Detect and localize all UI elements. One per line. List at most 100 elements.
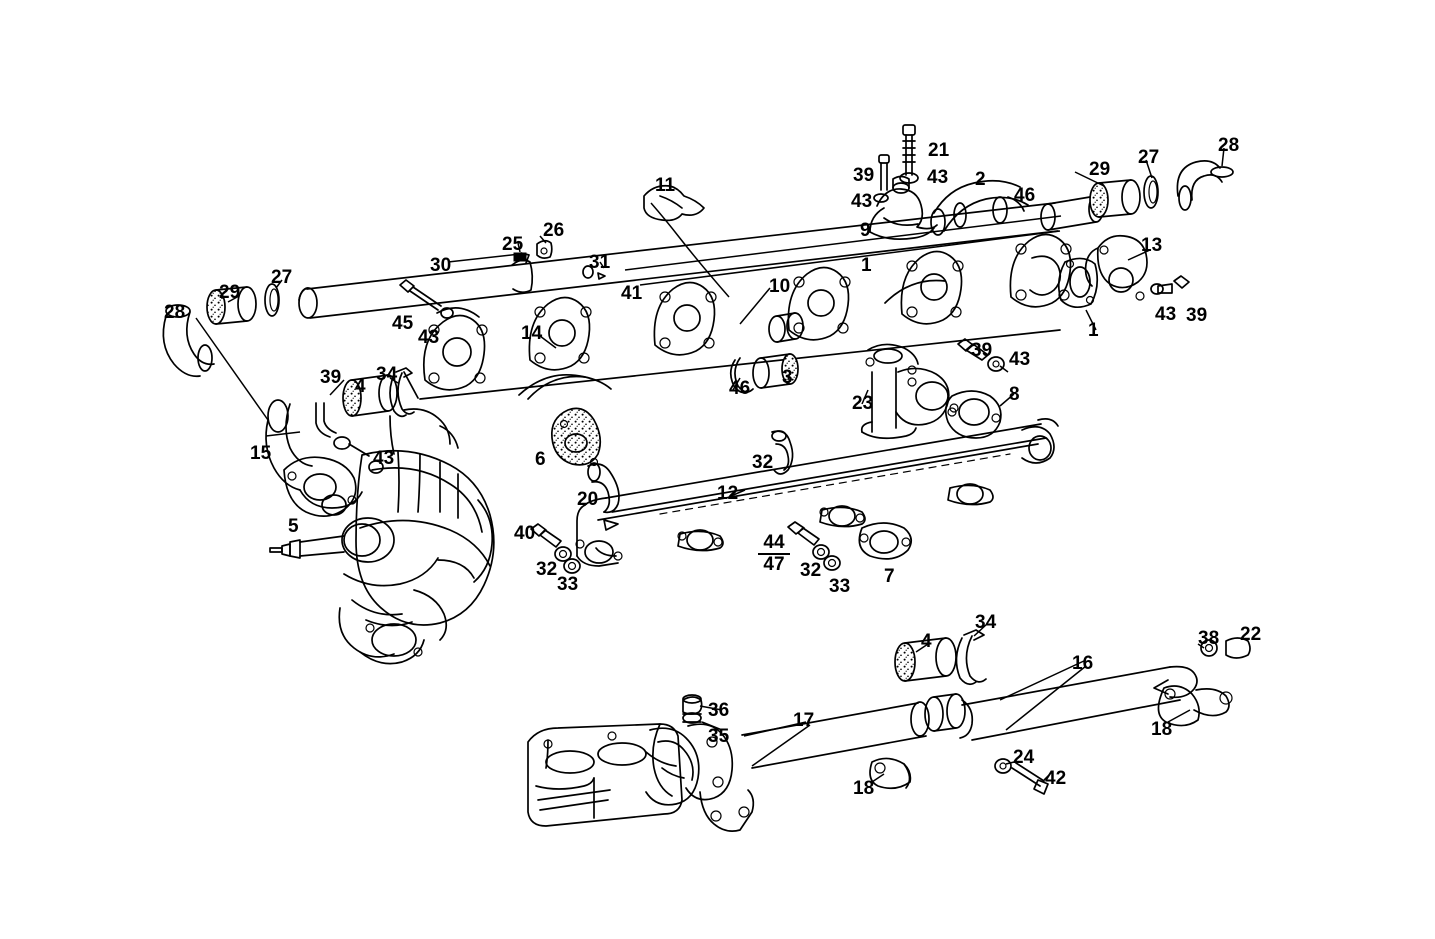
callout-22: 22 <box>1240 624 1262 645</box>
callout-43a: 43 <box>927 167 949 188</box>
part-20-hose <box>587 462 620 531</box>
leader-lines-upper <box>624 202 1062 325</box>
lower-housing-block <box>527 723 755 832</box>
callout-20: 20 <box>577 489 599 510</box>
callout-4a: 4 <box>355 376 366 397</box>
part-36-plug <box>682 694 703 715</box>
part-33-washer-b <box>823 555 841 571</box>
part-30-long-pipe <box>298 202 1059 319</box>
part-27-ring-left <box>264 283 280 317</box>
callout-1b: 1 <box>1088 320 1099 341</box>
part-38-washer <box>1200 639 1218 657</box>
callout-42: 42 <box>1045 768 1067 789</box>
part-18-bracket-b <box>1157 685 1233 727</box>
part-32-nut-a <box>554 546 572 562</box>
callout-24: 24 <box>1013 747 1035 768</box>
part-43-washer-b <box>873 193 889 203</box>
manifold-lower-edge <box>419 329 1061 400</box>
callout-17: 17 <box>793 710 815 731</box>
part-24-washer <box>994 758 1012 774</box>
callout-39a: 39 <box>853 165 875 186</box>
callout-47-denominator: 47 <box>763 553 785 575</box>
part-16-tube <box>961 665 1198 741</box>
part-27-ring-right <box>1143 175 1159 209</box>
part-11-bracket <box>643 184 705 222</box>
part-21-bolt <box>902 124 916 176</box>
part-43-washer-c <box>899 172 919 184</box>
part-40-bolt <box>530 523 562 548</box>
part-46-clamp-b <box>729 357 754 394</box>
callout-45: 45 <box>392 313 414 334</box>
callout-32b: 32 <box>536 559 558 580</box>
callout-16: 16 <box>1072 653 1094 674</box>
part-2-elbow-pipe <box>930 179 1029 236</box>
callout-13: 13 <box>1141 235 1163 256</box>
part-28-elbow-right <box>1176 160 1234 211</box>
part-35-seal <box>682 712 702 724</box>
part-7-gasket <box>858 522 913 560</box>
manifold-runner-3 <box>653 281 717 356</box>
part-39-bolt-left <box>315 402 370 457</box>
part-22-nut <box>1225 637 1251 659</box>
part-39-bolt-c <box>957 338 989 361</box>
callout-12: 12 <box>717 483 739 504</box>
part-32-nut-b <box>812 544 830 560</box>
callout-1a: 1 <box>861 255 872 276</box>
callout-43b: 43 <box>851 191 873 212</box>
tube-coupling-mid <box>768 312 804 343</box>
part-3-sleeve <box>752 353 799 389</box>
part-43-washer-left <box>368 460 384 474</box>
callout-39c: 39 <box>320 367 342 388</box>
part-4-sleeve-left <box>342 374 398 417</box>
part-26-bracket <box>536 239 553 259</box>
callout-27a: 27 <box>1138 147 1160 168</box>
part-25-clamp <box>511 252 534 294</box>
manifold-runner-5 <box>884 250 964 325</box>
part-34-clamp-lower <box>955 629 987 686</box>
callout-14: 14 <box>521 323 543 344</box>
callout-10: 10 <box>769 276 791 297</box>
callout-18b: 18 <box>853 778 875 799</box>
part-1-gasket-right <box>1057 257 1099 309</box>
callout-44-numerator: 44 <box>763 532 785 553</box>
part-31-small-fitting <box>582 265 606 280</box>
callout-21: 21 <box>928 140 950 161</box>
callout-32a: 32 <box>752 452 774 473</box>
callout-36: 36 <box>708 700 730 721</box>
callout-11: 11 <box>655 175 676 196</box>
callout-29b: 29 <box>219 282 241 303</box>
callout-39d: 39 <box>971 340 993 361</box>
part-8-gasket <box>944 390 1002 439</box>
callout-38: 38 <box>1198 628 1220 649</box>
callout-33b: 33 <box>829 576 851 597</box>
callout-43e: 43 <box>1009 349 1031 370</box>
callout-4b: 4 <box>921 631 932 652</box>
callout-27b: 27 <box>271 267 293 288</box>
manifold-runner-mid <box>518 296 612 400</box>
callout-18a: 18 <box>1151 719 1173 740</box>
part-43-washer-a <box>440 307 454 319</box>
part-39-bolt-a <box>878 154 890 191</box>
part-43-washer-d <box>1150 283 1164 295</box>
callout-3: 3 <box>782 367 793 388</box>
callout-31: 31 <box>589 252 611 273</box>
callout-34a: 34 <box>376 364 398 385</box>
callout-5: 5 <box>288 516 299 537</box>
fraction-bar <box>758 552 790 555</box>
leader-lines-lower <box>743 643 1205 783</box>
part-44-47-bolt <box>787 521 820 546</box>
callout-28b: 28 <box>164 302 186 323</box>
part-12-rail <box>575 418 1059 567</box>
callout-23: 23 <box>852 393 874 414</box>
callout-26: 26 <box>543 220 565 241</box>
callout-44-47: 44 47 <box>758 533 790 575</box>
part-42-bolt <box>1011 762 1049 795</box>
part-13-flange <box>1084 234 1148 301</box>
callout-46b: 46 <box>729 378 751 399</box>
transmission-housing <box>269 408 495 665</box>
part-34-clamp-left <box>389 367 415 418</box>
callout-43d: 43 <box>418 327 440 348</box>
callout-33a: 33 <box>557 574 579 595</box>
